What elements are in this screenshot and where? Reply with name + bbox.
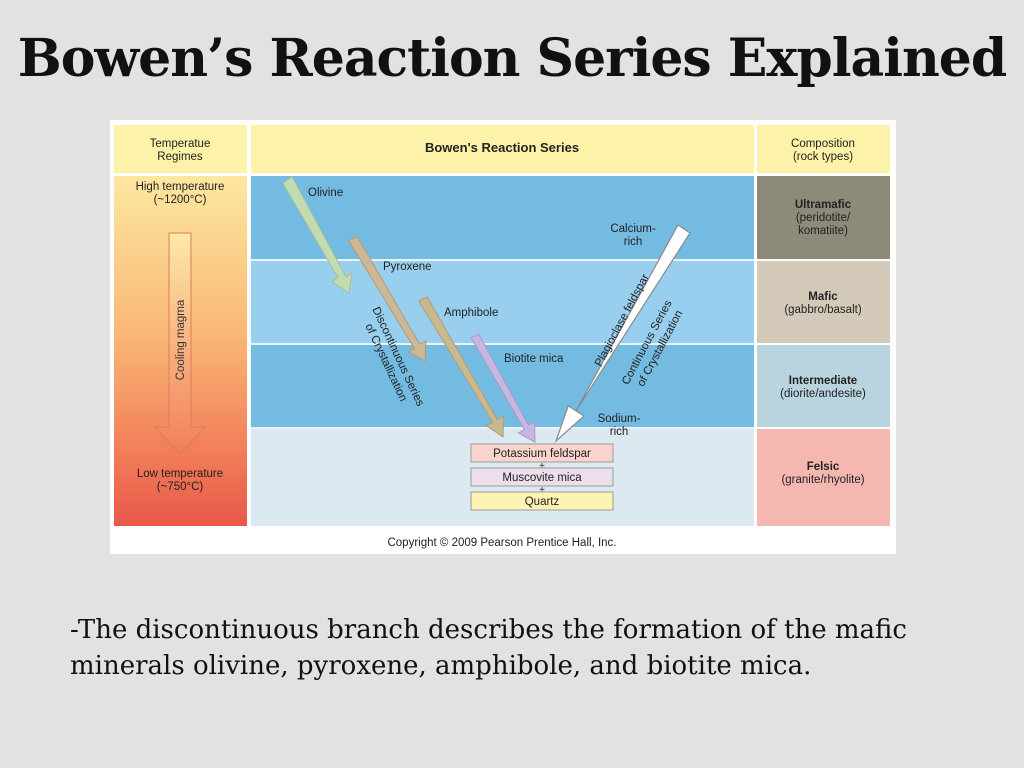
olivine-arrow	[282, 176, 353, 294]
composition-cell-intermediate	[757, 344, 890, 428]
composition-header-line2: (rock types)	[793, 151, 853, 163]
slide-title: Bowen’s Reaction Series Explained	[17, 28, 1008, 89]
muscovite-mica-box	[470, 467, 614, 487]
temperature-header-line1: Temperatue	[150, 138, 211, 150]
composition-header-line1: Composition	[791, 138, 855, 150]
composition-cell-felsic	[757, 428, 890, 526]
composition-mafic-detail: (gabbro/basalt)	[784, 304, 862, 316]
sodium-rich-label-line2: rich	[610, 426, 629, 438]
pyroxene-arrow	[347, 235, 427, 362]
cooling-magma-arrow	[152, 232, 208, 454]
mineral-olivine: Olivine	[308, 187, 343, 199]
composition-header-cell	[757, 125, 890, 173]
temperature-header-cell	[114, 125, 247, 173]
potassium-feldspar-box	[470, 443, 614, 463]
bowen-diagram-svg: Temperatue Regimes Bowen's Reaction Seri…	[110, 120, 896, 554]
calcium-rich-label-line2: rich	[624, 236, 643, 248]
muscovite-mica-label: Muscovite mica	[502, 472, 582, 484]
series-header: Bowen's Reaction Series	[425, 140, 579, 155]
composition-cell-mafic	[757, 260, 890, 344]
mineral-biotite-mica: Biotite mica	[504, 353, 564, 365]
high-temperature-label: High temperature	[136, 181, 225, 193]
composition-felsic-detail: (granite/rhyolite)	[781, 474, 864, 486]
temperature-header-line2: Regimes	[157, 151, 203, 163]
quartz-box	[470, 491, 614, 511]
biotite-mica-arrow	[470, 333, 536, 443]
composition-mafic-name: Mafic	[808, 291, 838, 303]
mineral-pyroxene: Pyroxene	[383, 261, 432, 273]
cooling-magma-label: Cooling magma	[175, 299, 187, 380]
composition-intermediate-name: Intermediate	[789, 375, 857, 387]
plus-sign: +	[539, 485, 545, 496]
composition-felsic-name: Felsic	[807, 461, 840, 473]
bowen-diagram-figure: Temperatue Regimes Bowen's Reaction Seri…	[110, 120, 896, 554]
high-temperature-value: (~1200°C)	[154, 194, 207, 206]
copyright-notice: Copyright © 2009 Pearson Prentice Hall, …	[387, 537, 616, 549]
low-temperature-value: (~750°C)	[157, 481, 204, 493]
plagioclase-feldspar-arrow	[554, 224, 691, 443]
quartz-label: Quartz	[525, 496, 560, 508]
composition-cell-ultramafic	[757, 176, 890, 260]
sodium-rich-label-line1: Sodium-	[598, 413, 641, 425]
potassium-feldspar-label: Potassium feldspar	[493, 448, 591, 460]
band-mafic	[251, 260, 754, 344]
plus-sign: +	[539, 461, 545, 472]
mineral-amphibole: Amphibole	[444, 307, 498, 319]
calcium-rich-label-line1: Calcium-	[610, 223, 656, 235]
slide-body-text: -The discontinuous branch describes the …	[70, 615, 907, 681]
low-temperature-label: Low temperature	[137, 468, 223, 480]
amphibole-arrow	[418, 296, 505, 438]
composition-ultramafic-name: Ultramafic	[795, 199, 852, 211]
composition-ultramafic-detail1: (peridotite/	[796, 212, 851, 224]
series-header-cell	[251, 125, 754, 173]
composition-ultramafic-detail2: komatiite)	[798, 225, 848, 237]
composition-intermediate-detail: (diorite/andesite)	[780, 388, 866, 400]
